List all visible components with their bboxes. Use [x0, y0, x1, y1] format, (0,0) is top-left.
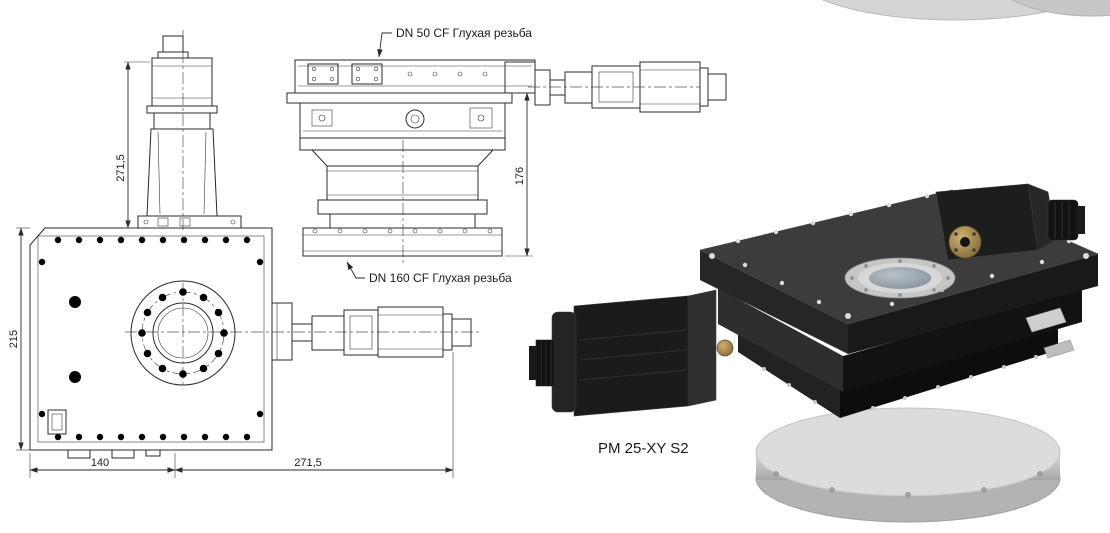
callout-dn50: DN 50 CF Глухая резьба: [377, 26, 532, 58]
cf-flange-front: [130, 280, 236, 386]
dimension-stage-height: 176: [505, 92, 533, 257]
dim-stage-height-label: 176: [514, 167, 526, 185]
side-bracket: [1043, 339, 1075, 359]
dimension-column-height: 271,5: [115, 61, 150, 229]
dim-width-right-label: 271,5: [294, 457, 322, 469]
dim-column-height-label: 271,5: [115, 154, 127, 182]
base-flange: [755, 407, 1061, 523]
callout-dn160: DN 160 CF Глухая резьба: [346, 261, 512, 285]
pilot-hole: [69, 371, 81, 383]
base-tabs: [67, 449, 161, 459]
front-view-bolt-holes: [38, 236, 264, 441]
side-bracket: [1025, 307, 1067, 333]
product-label: PM 25-XY S2: [598, 440, 689, 457]
callout-dn160-label: DN 160 CF Глухая резьба: [369, 271, 512, 285]
viewport-screws: [850, 259, 950, 297]
viewport-window: [844, 257, 956, 299]
product-render: PM 25-XY S2: [529, 0, 1110, 523]
left-motor: [529, 289, 734, 417]
background-disc: [821, 0, 1110, 21]
dim-width-left-label: 140: [91, 457, 109, 469]
corner-detail: [47, 409, 67, 435]
lower-tier-screws: [762, 355, 1038, 410]
callout-dn50-label: DN 50 CF Глухая резьба: [396, 26, 532, 40]
front-view-drawing: [29, 227, 273, 459]
pilot-hole: [69, 296, 81, 308]
left-coupling-disc: [716, 339, 734, 357]
dimension-body-height: 215: [8, 227, 30, 451]
side-motor-drawing: [271, 302, 472, 361]
centerlines: [125, 30, 700, 385]
top-motor-knob: [1047, 199, 1079, 241]
vertical-motor-drawing: [137, 35, 242, 229]
dimension-bottom-widths: 140 271,5: [29, 352, 454, 478]
top-view-drawing: [286, 59, 727, 257]
top-motor: [935, 183, 1085, 261]
dim-body-height-label: 215: [8, 330, 20, 348]
